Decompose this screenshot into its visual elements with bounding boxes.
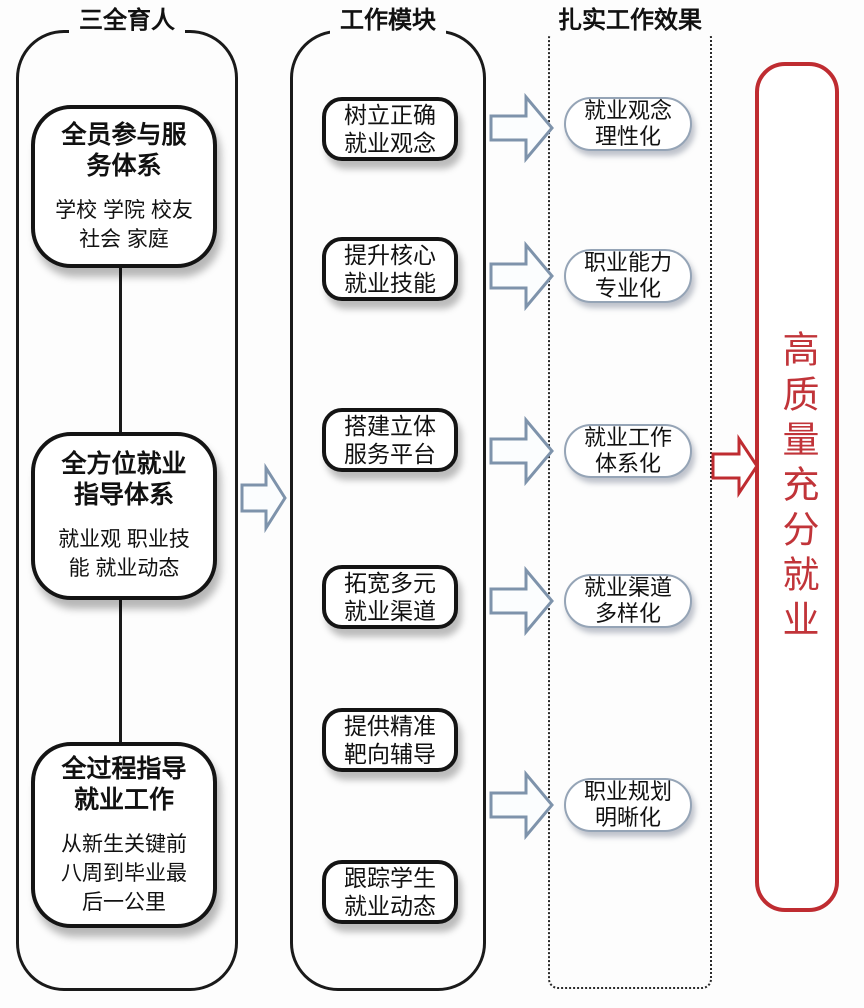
column-modules-header-label: 工作模块: [330, 6, 446, 36]
module-box-2: 提升核心 就业技能: [322, 237, 458, 301]
effect-pill-2: 职业能力 专业化: [564, 249, 692, 303]
connector-line-1: [119, 266, 122, 434]
education-box-all-round-detail: 就业观 职业技 能 就业动态: [58, 528, 190, 580]
education-box-all-round: 全方位就业 指导体系 就业观 职业技 能 就业动态: [31, 432, 217, 600]
education-box-all-staff: 全员参与服 务体系 学校 学院 校友 社会 家庭: [31, 105, 217, 268]
result-box: 高质量充分就业: [755, 62, 839, 912]
module-box-4: 拓宽多元 就业渠道: [322, 565, 458, 629]
module-box-5: 提供精准 靶向辅导: [322, 708, 458, 772]
arrow-modules-to-effects-3: [489, 415, 554, 487]
education-box-whole-process: 全过程指导 就业工作 从新生关键前 八周到毕业最 后一公里: [31, 742, 217, 928]
effect-pill-4: 就业渠道 多样化: [564, 574, 692, 628]
arrow-modules-to-effects-1: [489, 92, 554, 164]
education-box-whole-process-title: 全过程指导 就业工作: [61, 754, 187, 814]
column-effects-frame: [548, 28, 712, 989]
effect-pill-5: 职业规划 明晰化: [564, 778, 692, 832]
column-effects-header: 扎实工作效果: [540, 6, 720, 36]
effect-pill-1: 就业观念 理性化: [564, 97, 692, 151]
column-education-header-label: 三全育人: [69, 6, 185, 36]
education-box-all-staff-detail: 学校 学院 校友 社会 家庭: [55, 198, 193, 251]
effect-pill-3: 就业工作 体系化: [564, 424, 692, 478]
education-box-whole-process-detail: 从新生关键前 八周到毕业最 后一公里: [61, 832, 187, 914]
education-box-all-staff-title: 全员参与服 务体系: [61, 120, 187, 180]
education-box-all-round-title: 全方位就业 指导体系: [61, 450, 187, 509]
column-modules-frame: [290, 30, 486, 991]
arrow-modules-to-effects-2: [489, 240, 554, 312]
arrow-modules-to-effects-5: [489, 769, 554, 841]
arrow-modules-to-effects-4: [489, 565, 554, 637]
module-box-6: 跟踪学生 就业动态: [322, 860, 458, 924]
arrow-effects-to-result: [711, 434, 759, 498]
module-box-1: 树立正确 就业观念: [322, 97, 458, 161]
arrow-education-to-modules: [240, 463, 287, 533]
column-effects-header-label: 扎实工作效果: [548, 6, 712, 36]
connector-line-2: [119, 598, 122, 744]
module-box-3: 搭建立体 服务平台: [322, 408, 458, 472]
column-modules-header: 工作模块: [290, 6, 486, 36]
column-education-header: 三全育人: [16, 6, 238, 36]
result-box-label: 高质量充分就业: [777, 329, 818, 645]
